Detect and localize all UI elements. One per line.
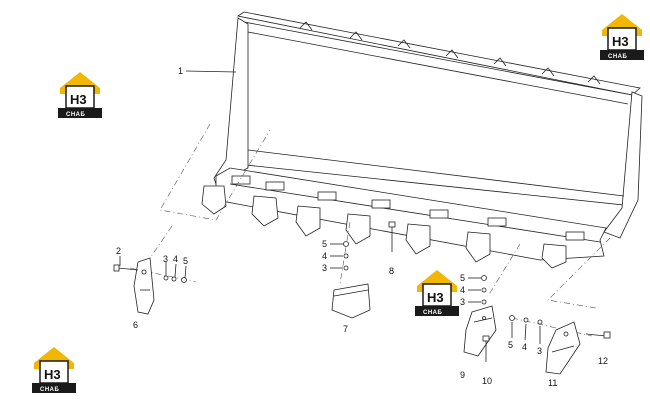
part-11-side-cutter	[545, 321, 581, 375]
logo-mark: H3	[44, 367, 61, 382]
callout-11: 11	[548, 378, 557, 388]
brand-logo: H3 СНАБ	[599, 13, 645, 61]
callout-4: 4	[460, 285, 465, 295]
callout-3: 3	[322, 263, 327, 273]
callout-12: 12	[598, 356, 608, 366]
callout-5: 5	[183, 256, 188, 266]
fasteners-right	[509, 315, 543, 325]
callout-5: 5	[322, 239, 327, 249]
part-12-bolt	[585, 331, 611, 339]
part-2-bolt	[113, 264, 139, 272]
logo-text: СНАБ	[40, 387, 59, 393]
callout-3: 3	[163, 254, 168, 264]
leader-lines	[119, 70, 541, 344]
logo-mark: H3	[427, 290, 444, 305]
callout-9: 9	[460, 370, 465, 380]
part-8-bolt	[388, 221, 396, 252]
callout-4: 4	[322, 251, 327, 261]
callout-3: 3	[460, 297, 465, 307]
brand-logo: H3 СНАБ	[31, 346, 77, 394]
logo-mark: H3	[612, 34, 629, 49]
fasteners-middle	[343, 241, 349, 271]
part-6-side-cutter	[133, 257, 155, 315]
adapters	[231, 175, 585, 241]
callout-10: 10	[482, 376, 492, 386]
callout-labels: 1 2 3 4 5 6 5 4 3 8 7 5 4 3 9 10 5 4 3 1…	[116, 66, 608, 388]
fasteners-right-middle	[481, 275, 487, 305]
bucket-teeth	[201, 185, 567, 269]
part-7-wear-plate	[331, 283, 371, 319]
logo-text: СНАБ	[423, 310, 442, 316]
callout-4: 4	[522, 342, 527, 352]
bucket-assembly	[201, 11, 643, 269]
logo-mark: H3	[70, 92, 87, 107]
callout-6: 6	[133, 320, 138, 330]
callout-5: 5	[460, 273, 465, 283]
callout-3: 3	[537, 346, 542, 356]
part-10-bolt	[482, 335, 490, 362]
callout-1: 1	[178, 66, 183, 76]
callout-7: 7	[343, 324, 348, 334]
logo-text: СНАБ	[608, 54, 627, 60]
logo-text: СНАБ	[66, 112, 85, 118]
callout-5: 5	[508, 340, 513, 350]
part-9-tooth	[463, 305, 497, 357]
callout-4: 4	[173, 254, 178, 264]
brand-logo: H3 СНАБ	[414, 269, 460, 317]
callout-8: 8	[389, 266, 394, 276]
callout-2: 2	[116, 246, 121, 256]
brand-logo: H3 СНАБ	[57, 71, 103, 119]
